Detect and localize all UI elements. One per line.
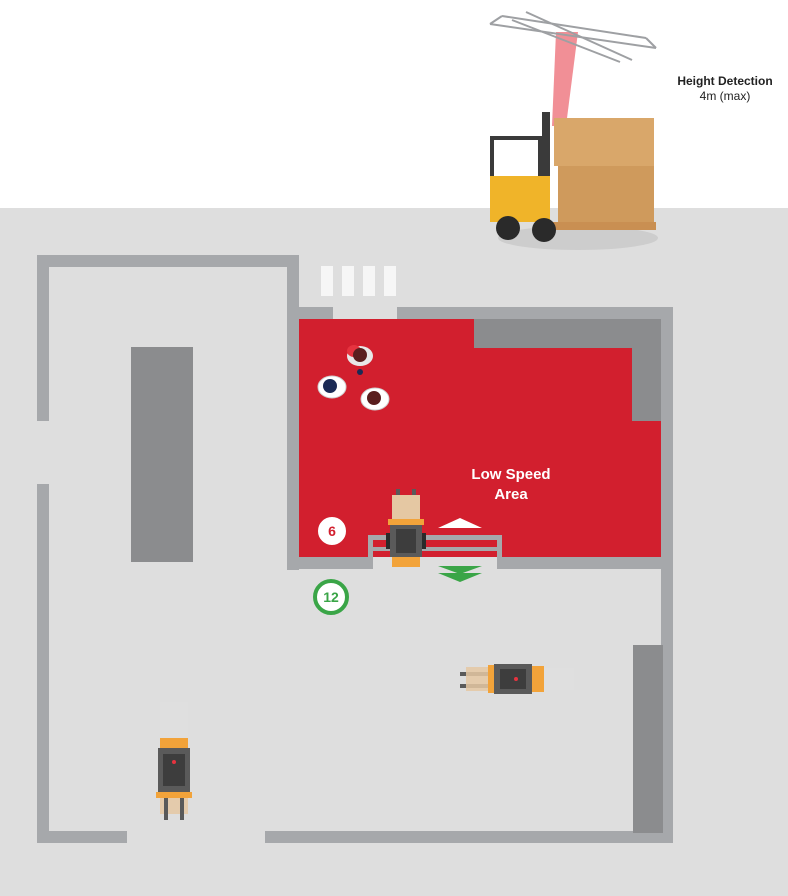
wall-zone-top-right — [397, 307, 673, 319]
wall-bottom-left — [37, 831, 127, 843]
storage-rack-right — [633, 645, 663, 833]
wall-bottom-right — [265, 831, 673, 843]
speed-limit-low-badge: 6 — [314, 513, 350, 549]
wall-top-left — [37, 255, 298, 267]
wall-right — [661, 307, 673, 843]
speed-limit-normal-value: 12 — [323, 589, 339, 605]
crosswalk-stripe — [384, 266, 396, 296]
zone-label-line1: Low Speed — [471, 466, 551, 483]
gateway-detector — [368, 535, 502, 569]
worker-icon — [317, 375, 347, 399]
zone-label-line2: Area — [494, 486, 528, 503]
arrow-down-icon — [438, 566, 482, 582]
wall-divider — [287, 255, 299, 570]
speed-limit-low-value: 6 — [328, 523, 336, 539]
wall-zone-top-left — [287, 307, 333, 319]
worker-icon — [347, 345, 373, 375]
storage-rack — [131, 347, 193, 562]
crosswalk-stripe — [321, 266, 333, 296]
speed-limit-normal-badge: 12 — [313, 579, 349, 615]
height-detection-label: Height Detection 4m (max) — [660, 74, 788, 104]
crosswalk-stripe — [342, 266, 354, 296]
wall-zone-bottom-right — [500, 557, 673, 569]
zone-rack-side — [632, 319, 661, 421]
height-detection-max: 4m (max) — [699, 89, 751, 103]
wall-zone-bottom-left — [287, 557, 370, 569]
worker-icon — [360, 387, 390, 411]
forklift-icon — [460, 664, 574, 694]
zone-label: Low Speed Area — [440, 465, 582, 505]
wall-left-upper — [37, 255, 49, 421]
arrow-up-icon — [438, 518, 482, 528]
zone-rack-top — [474, 319, 661, 348]
overhead-sensor-icon — [489, 11, 657, 126]
forklift-icon — [156, 702, 192, 820]
forklift-icon — [386, 489, 426, 567]
crosswalk-stripe — [363, 266, 375, 296]
wall-left-lower — [37, 484, 49, 843]
forklift-icon — [490, 112, 658, 250]
height-detection-title: Height Detection — [677, 74, 773, 88]
